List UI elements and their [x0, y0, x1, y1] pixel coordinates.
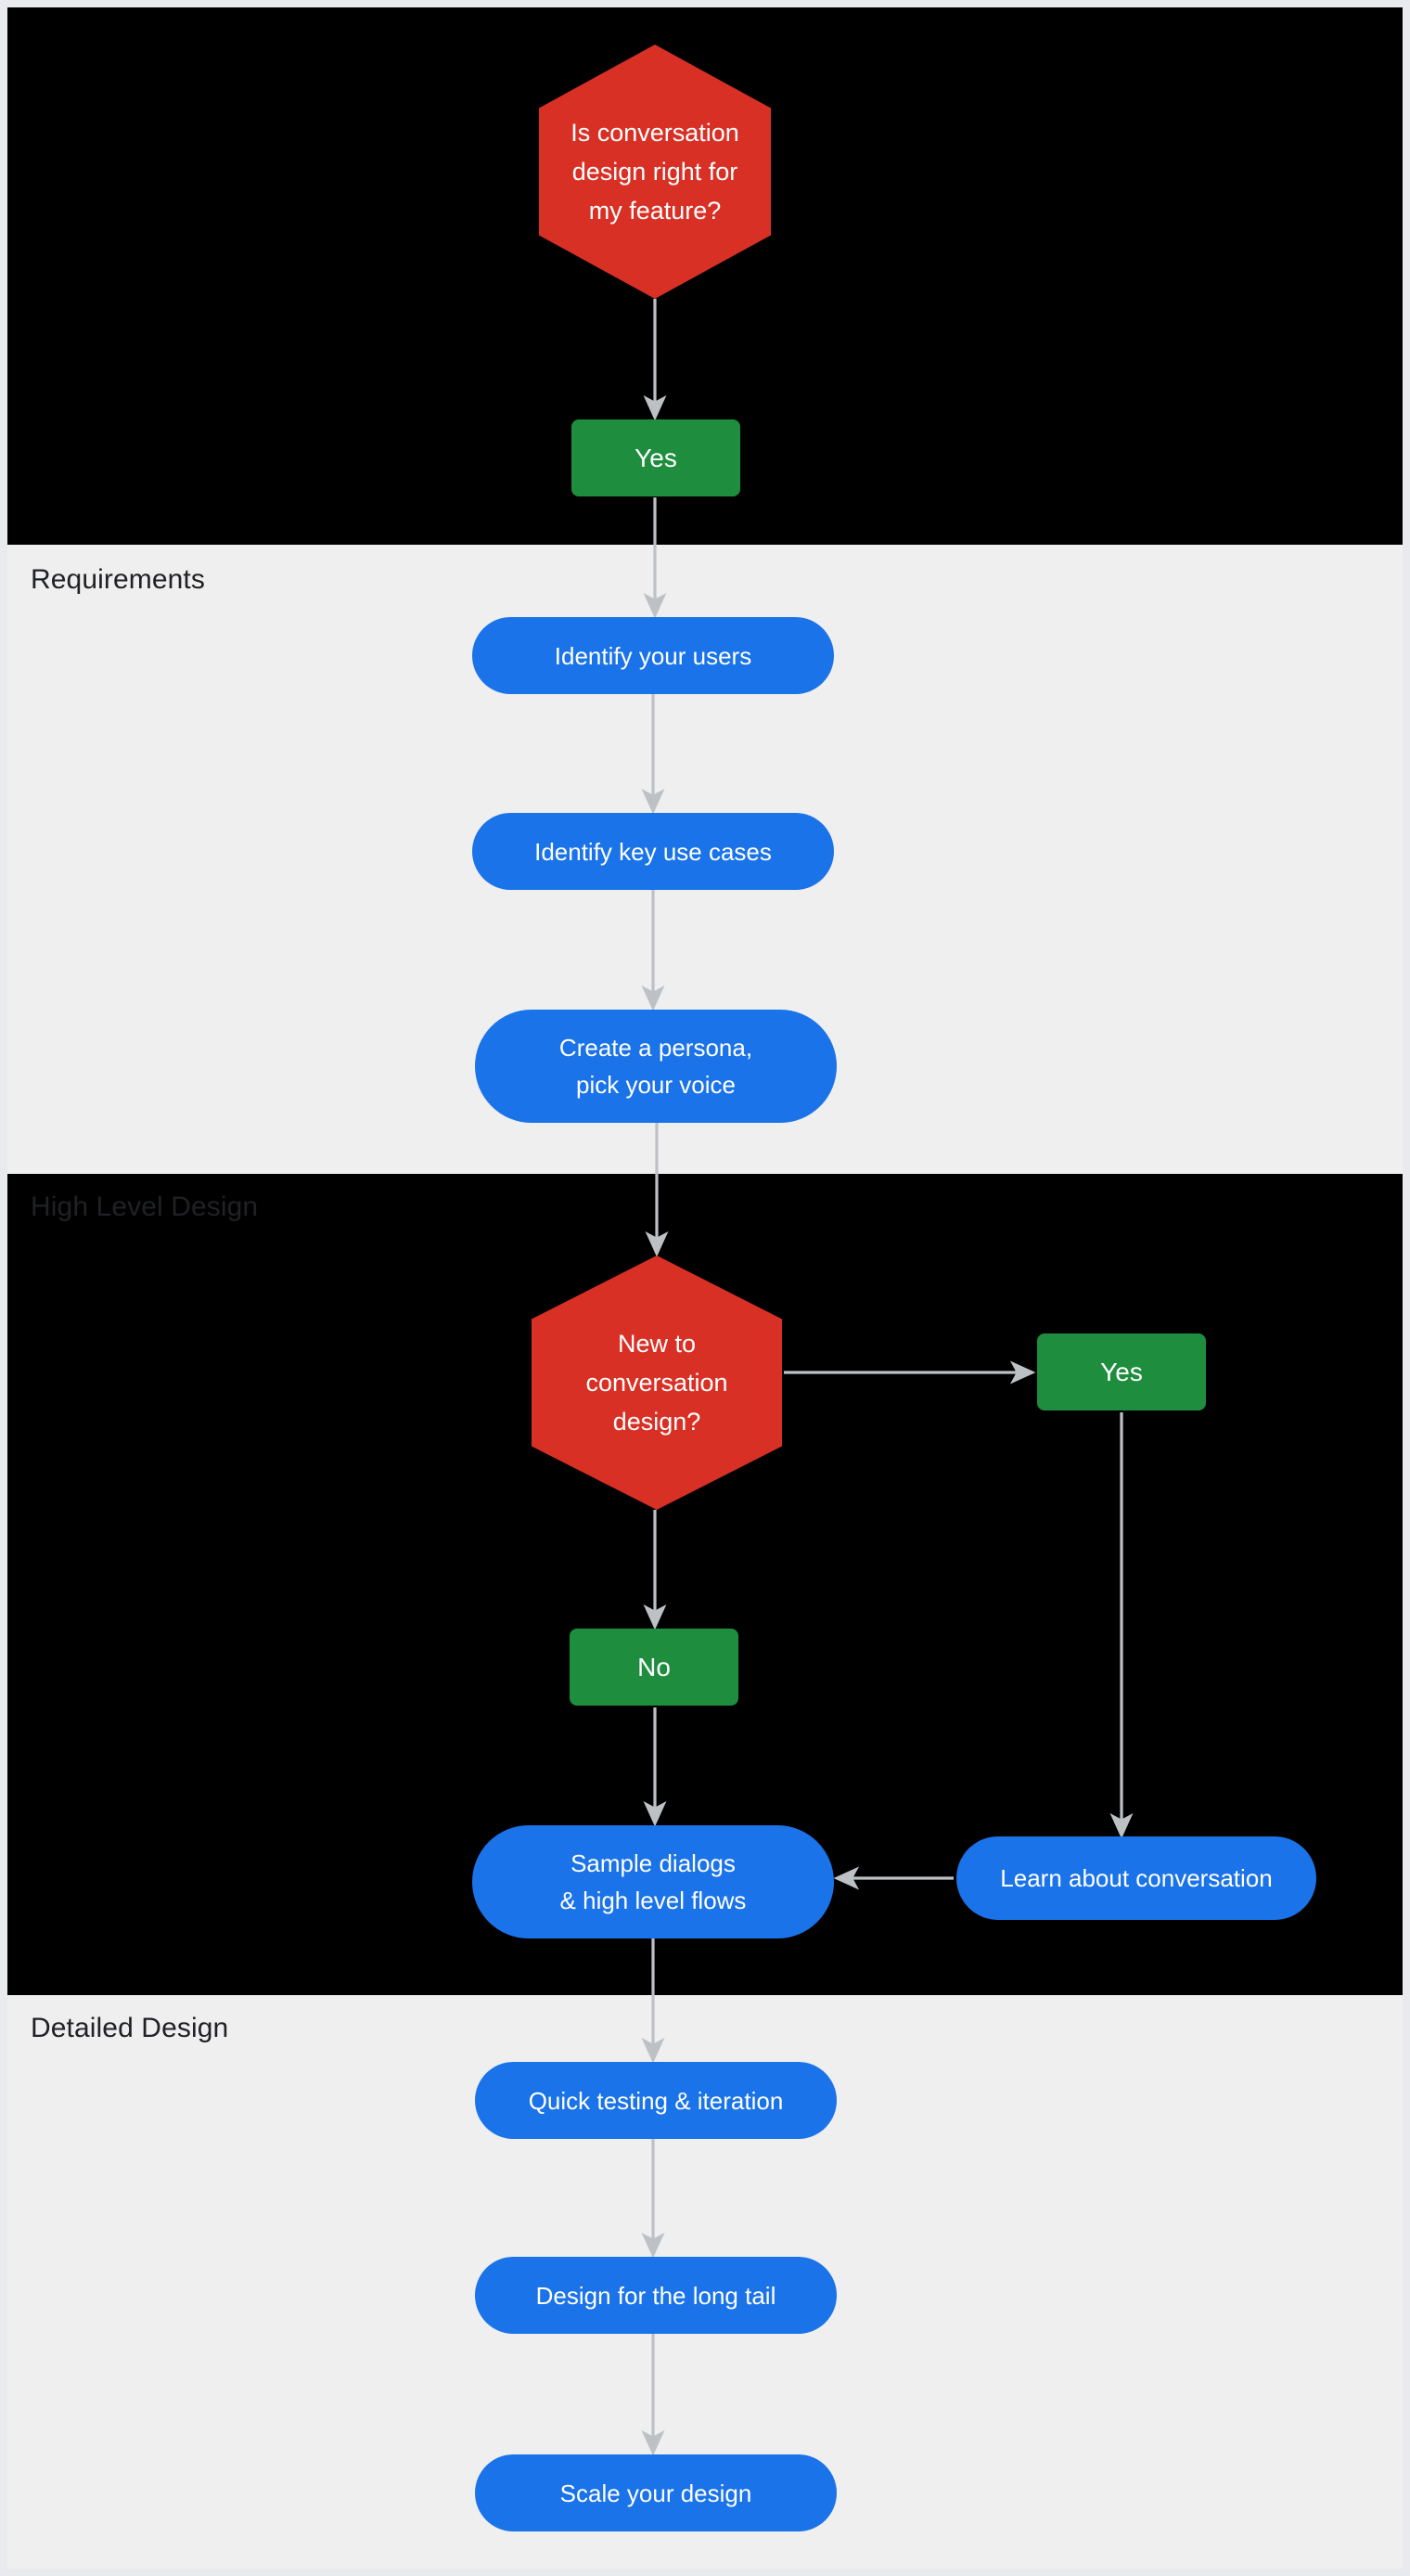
decision-node-label: Is conversation design right for my feat… [570, 119, 739, 225]
branch-node-label: Yes [634, 443, 677, 472]
action-node-label: Identify key use cases [534, 837, 772, 866]
decision-node-conversation-design-right[interactable]: Is conversation design right for my feat… [539, 45, 771, 299]
action-node-create-a-persona[interactable]: Create a persona, pick your voice [475, 1010, 837, 1123]
branch-node-yes-1[interactable]: Yes [571, 419, 740, 496]
section-label-requirements: Requirements [31, 564, 205, 595]
action-node-label: Sample dialogs & high level flows [559, 1849, 747, 1914]
branch-node-label: No [637, 1652, 671, 1681]
action-node-sample-dialogs[interactable]: Sample dialogs & high level flows [472, 1825, 834, 1938]
action-node-quick-testing-iteration[interactable]: Quick testing & iteration [475, 2062, 837, 2139]
section-label-high-level-design: High Level Design [31, 1191, 259, 1222]
action-node-label: Scale your design [559, 2479, 752, 2507]
action-node-identify-key-use-cases[interactable]: Identify key use cases [472, 813, 834, 890]
action-node-label: Identify your users [554, 641, 752, 670]
action-node-label: Learn about conversation [1000, 1864, 1273, 1892]
branch-node-label: Yes [1100, 1357, 1143, 1386]
action-node-label: Create a persona, pick your voice [558, 1034, 753, 1099]
action-node-label: Design for the long tail [535, 2281, 776, 2310]
action-node-scale-your-design[interactable]: Scale your design [475, 2454, 837, 2531]
action-node-label: Quick testing & iteration [528, 2086, 784, 2115]
branch-node-yes-2[interactable]: Yes [1037, 1333, 1206, 1410]
decision-node-label: New to conversation design? [585, 1330, 728, 1436]
section-label-detailed-design: Detailed Design [31, 2013, 229, 2043]
action-node-identify-your-users[interactable]: Identify your users [472, 617, 834, 694]
action-node-design-for-long-tail[interactable]: Design for the long tail [475, 2257, 837, 2334]
branch-node-no[interactable]: No [570, 1629, 738, 1706]
action-node-learn-about-conversation[interactable]: Learn about conversation [956, 1836, 1316, 1920]
